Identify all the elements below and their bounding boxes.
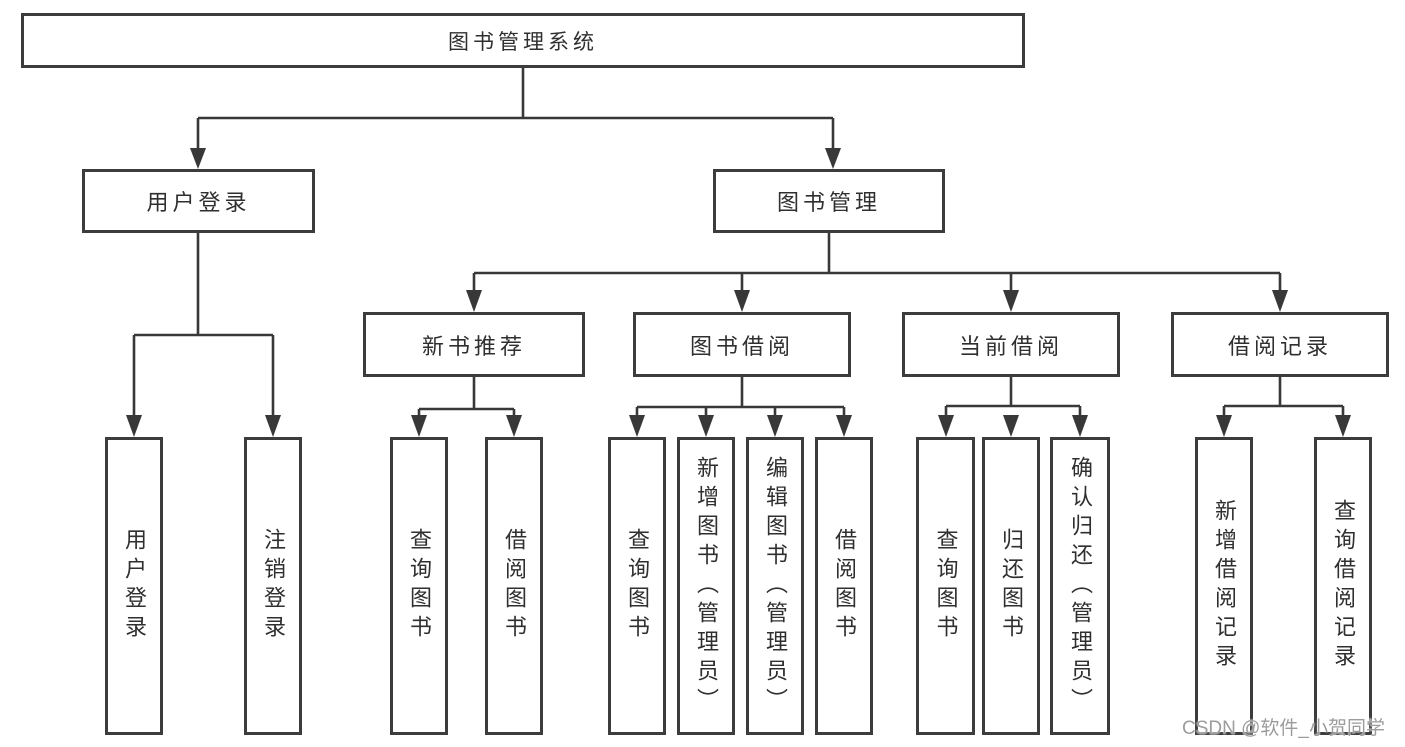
node-user-login: 用户登录 [82, 169, 315, 233]
leaf-return-books: 归还图书 [982, 437, 1040, 735]
node-book-management: 图书管理 [713, 169, 945, 233]
root-node-library-management-system: 图书管理系统 [21, 13, 1025, 68]
node-new-book-recommendation: 新书推荐 [363, 312, 585, 377]
leaf-add-books-admin: 新增图书（管理员） [677, 437, 735, 735]
csdn-watermark: CSDN @软件_小贺同学 [1182, 718, 1385, 739]
arrowhead-icons [126, 148, 1351, 437]
node-book-borrowing: 图书借阅 [633, 312, 851, 377]
node-current-borrowing: 当前借阅 [902, 312, 1120, 377]
leaf-borrow-books-recommend: 借阅图书 [485, 437, 543, 735]
leaf-query-borrow-record: 查询借阅记录 [1314, 437, 1372, 735]
leaf-query-books-borrowing: 查询图书 [608, 437, 666, 735]
leaf-query-books-recommend: 查询图书 [390, 437, 448, 735]
leaf-confirm-return-admin: 确认归还（管理员） [1050, 437, 1110, 735]
node-borrow-records: 借阅记录 [1171, 312, 1389, 377]
leaf-add-borrow-record: 新增借阅记录 [1195, 437, 1253, 735]
leaf-user-login: 用户登录 [105, 437, 163, 735]
leaf-logout: 注销登录 [244, 437, 302, 735]
leaf-borrow-books: 借阅图书 [815, 437, 873, 735]
leaf-edit-books-admin: 编辑图书（管理员） [746, 437, 804, 735]
leaf-query-books-current: 查询图书 [916, 437, 975, 735]
